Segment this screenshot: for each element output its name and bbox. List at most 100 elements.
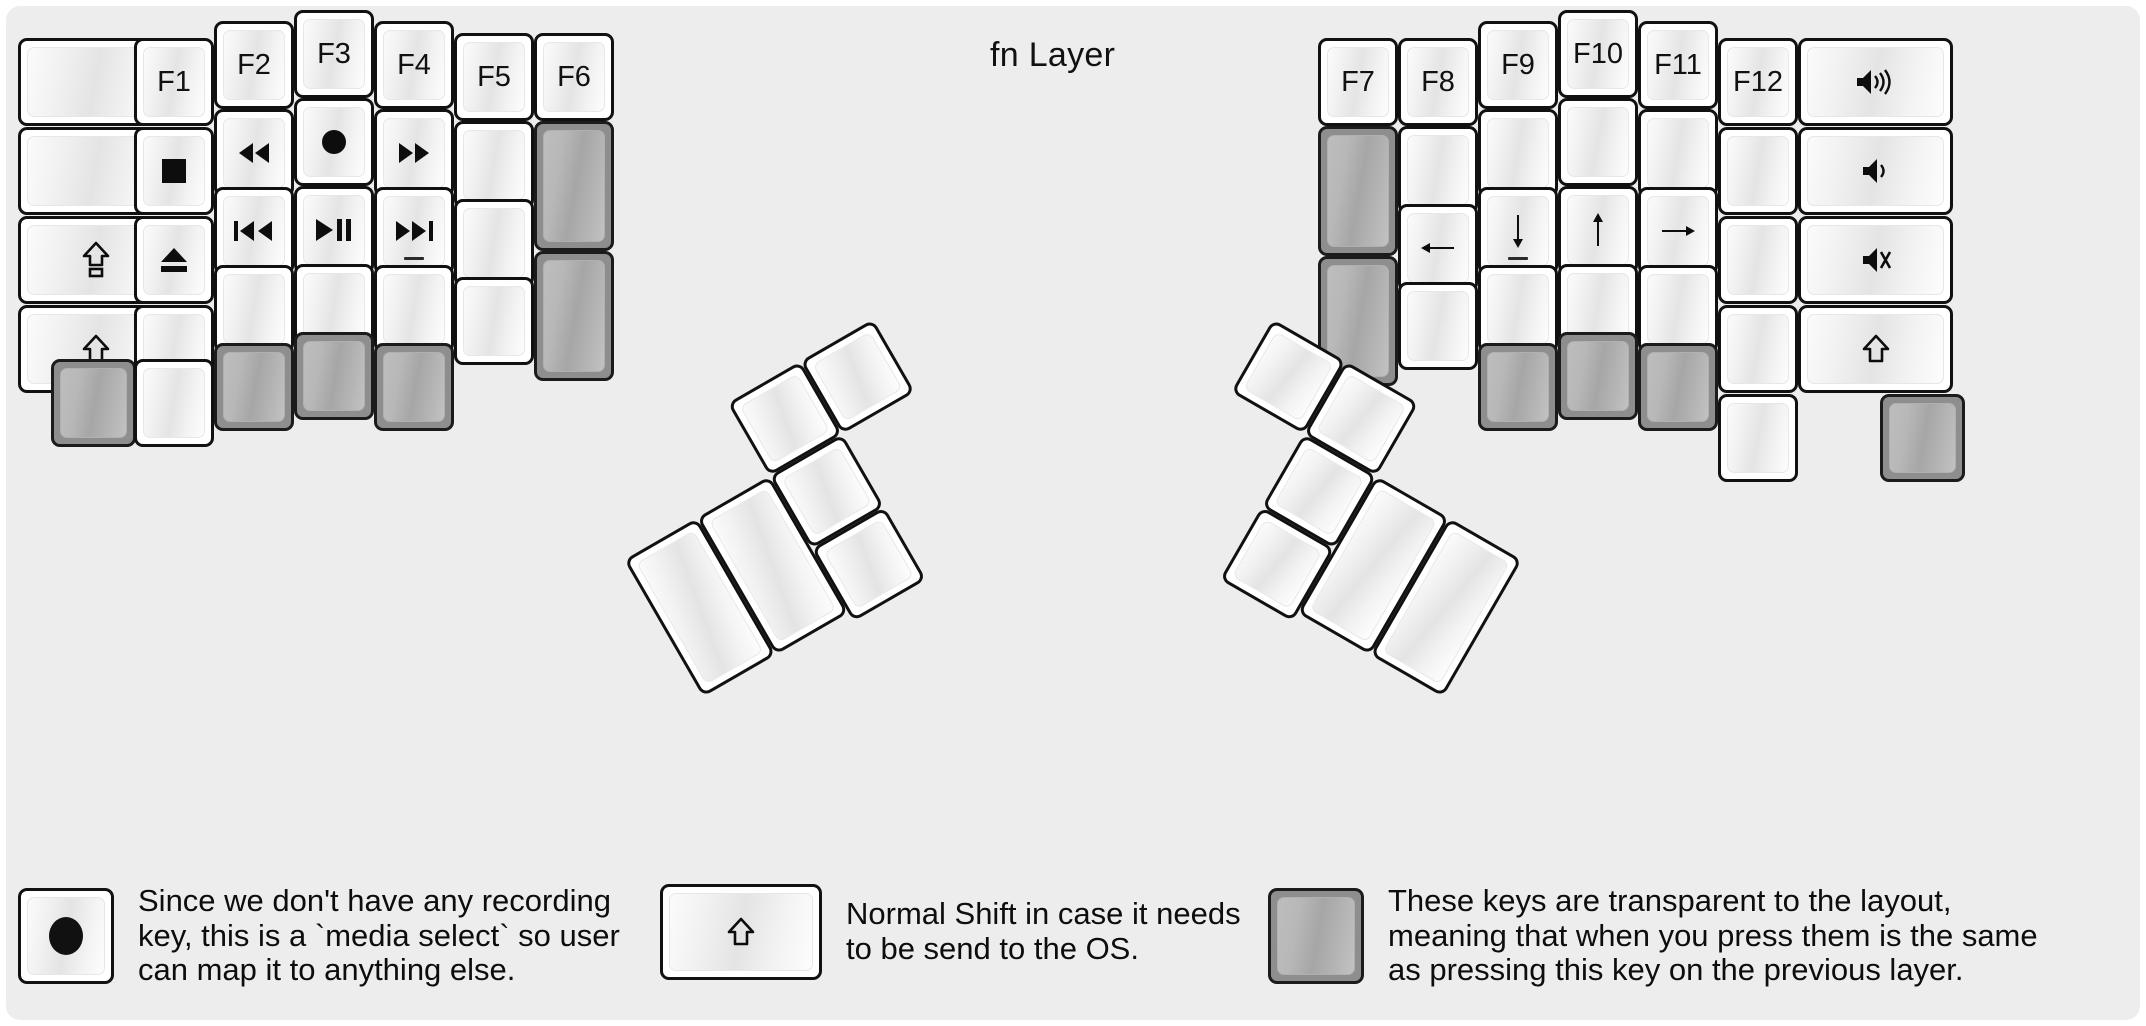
key-transparent-r-c4-r4[interactable] xyxy=(1638,343,1718,431)
keycap-face: F7 xyxy=(1327,47,1389,117)
key-volume-up[interactable] xyxy=(1798,38,1953,126)
key-l-c2-r3[interactable] xyxy=(214,265,294,353)
keycap-face xyxy=(1727,403,1789,473)
keycap-face xyxy=(303,107,365,177)
key-prev-track[interactable] xyxy=(214,187,294,275)
keycap-face xyxy=(1647,196,1709,266)
page-title: fn Layer xyxy=(990,36,1116,74)
key-transparent-r-c6-r4[interactable] xyxy=(1880,394,1965,482)
key-transparent-l-c6-r2[interactable] xyxy=(534,251,614,381)
key-label: F2 xyxy=(237,48,271,81)
fast-forward-icon xyxy=(396,141,432,165)
keycap-face xyxy=(223,196,285,266)
key-f6[interactable]: F6 xyxy=(534,33,614,121)
key-eject[interactable] xyxy=(134,216,214,304)
key-f2[interactable]: F2 xyxy=(214,21,294,109)
key-l-c5-r3[interactable] xyxy=(454,277,534,365)
keycap-face: F5 xyxy=(463,42,525,112)
key-underbar-mark xyxy=(1508,257,1528,260)
keycap-face xyxy=(1277,897,1355,976)
key-record-dot[interactable] xyxy=(294,98,374,186)
key-r-c4-r1[interactable] xyxy=(1638,109,1718,197)
key-play-pause[interactable] xyxy=(294,186,374,274)
keycap-face xyxy=(303,195,365,265)
keycap-face: F4 xyxy=(383,30,445,100)
key-f1[interactable]: F1 xyxy=(134,38,214,126)
key-arrow-left[interactable] xyxy=(1398,204,1478,292)
keycap-face xyxy=(383,274,445,344)
key-transparent-r-c2-r4[interactable] xyxy=(1478,343,1558,431)
key-transparent-l-c2-r4[interactable] xyxy=(214,343,294,431)
key-l-c5-r1[interactable] xyxy=(454,121,534,209)
key-f8[interactable]: F8 xyxy=(1398,38,1478,126)
keycap-face xyxy=(463,208,525,278)
legend-text-0: Since we don't have any recording key, t… xyxy=(138,883,620,988)
key-f11[interactable]: F11 xyxy=(1638,21,1718,109)
keycap-face: F8 xyxy=(1407,47,1469,117)
keycap-face xyxy=(543,130,605,242)
key-transparent-l-c0-r4[interactable] xyxy=(51,359,136,447)
keycap-face xyxy=(1567,195,1629,265)
keycap-face xyxy=(27,897,105,976)
legend-key-0 xyxy=(18,888,114,985)
keycap-face xyxy=(303,273,365,343)
key-f5[interactable]: F5 xyxy=(454,33,534,121)
key-arrow-up[interactable] xyxy=(1558,186,1638,274)
keycap-face xyxy=(1487,118,1549,188)
key-transparent-l-c4-r4[interactable] xyxy=(374,343,454,431)
keycap-face xyxy=(143,136,205,206)
key-l-c1-r4[interactable] xyxy=(134,359,214,447)
key-r-c3-r1[interactable] xyxy=(1558,98,1638,186)
key-r-c2-r1[interactable] xyxy=(1478,109,1558,197)
key-f4[interactable]: F4 xyxy=(374,21,454,109)
keycap-face xyxy=(1727,225,1789,295)
shift-arrow-icon xyxy=(1862,334,1890,364)
keycap-face xyxy=(1567,341,1629,411)
key-rewind[interactable] xyxy=(214,109,294,197)
keycap-face xyxy=(1327,135,1389,247)
key-r-c1-r1[interactable] xyxy=(1398,126,1478,214)
key-label: F6 xyxy=(557,60,591,93)
key-volume-down[interactable] xyxy=(1798,127,1953,215)
key-volume-mute[interactable] xyxy=(1798,216,1953,304)
key-f7[interactable]: F7 xyxy=(1318,38,1398,126)
volume-down-icon xyxy=(1860,156,1892,186)
keycap-face: F11 xyxy=(1647,30,1709,100)
key-arrow-down[interactable] xyxy=(1478,187,1558,275)
key-f9[interactable]: F9 xyxy=(1478,21,1558,109)
key-r-c4-r3[interactable] xyxy=(1638,265,1718,353)
key-transparent-l-c6-r1[interactable] xyxy=(534,121,614,251)
key-transparent-r-c0-r1[interactable] xyxy=(1318,126,1398,256)
keycap-face xyxy=(223,352,285,422)
keycap-face xyxy=(1407,213,1469,283)
key-fast-forward[interactable] xyxy=(374,109,454,197)
key-transparent-r-c3-r4[interactable] xyxy=(1558,332,1638,420)
keycap-face: F10 xyxy=(1567,19,1629,89)
key-r-c5-r3[interactable] xyxy=(1718,305,1798,393)
key-label: F4 xyxy=(397,48,431,81)
keycap-face xyxy=(383,352,445,422)
key-next-track[interactable] xyxy=(374,187,454,275)
keycap-face xyxy=(1889,403,1956,473)
key-arrow-right[interactable] xyxy=(1638,187,1718,275)
legend-item-1: Normal Shift in case it needs to be send… xyxy=(660,884,1241,980)
key-stop[interactable] xyxy=(134,127,214,215)
key-shift-arrow[interactable] xyxy=(1798,305,1953,393)
keycap-face: F1 xyxy=(143,47,205,117)
key-l-c4-r3[interactable] xyxy=(374,265,454,353)
key-r-c5-r4[interactable] xyxy=(1718,394,1798,482)
key-l-c5-r2[interactable] xyxy=(454,199,534,287)
key-r-c2-r3[interactable] xyxy=(1478,265,1558,353)
rewind-icon xyxy=(236,141,272,165)
key-label: F9 xyxy=(1501,48,1535,81)
key-r-c5-r1[interactable] xyxy=(1718,127,1798,215)
key-f12[interactable]: F12 xyxy=(1718,38,1798,126)
arrow-up-icon xyxy=(1586,212,1610,248)
key-r-c5-r2[interactable] xyxy=(1718,216,1798,304)
record-dot-icon xyxy=(320,128,348,156)
key-r-c1-r3[interactable] xyxy=(1398,282,1478,370)
keycap-face: F6 xyxy=(543,42,605,112)
key-transparent-l-c3-r4[interactable] xyxy=(294,332,374,420)
key-f3[interactable]: F3 xyxy=(294,10,374,98)
key-f10[interactable]: F10 xyxy=(1558,10,1638,98)
